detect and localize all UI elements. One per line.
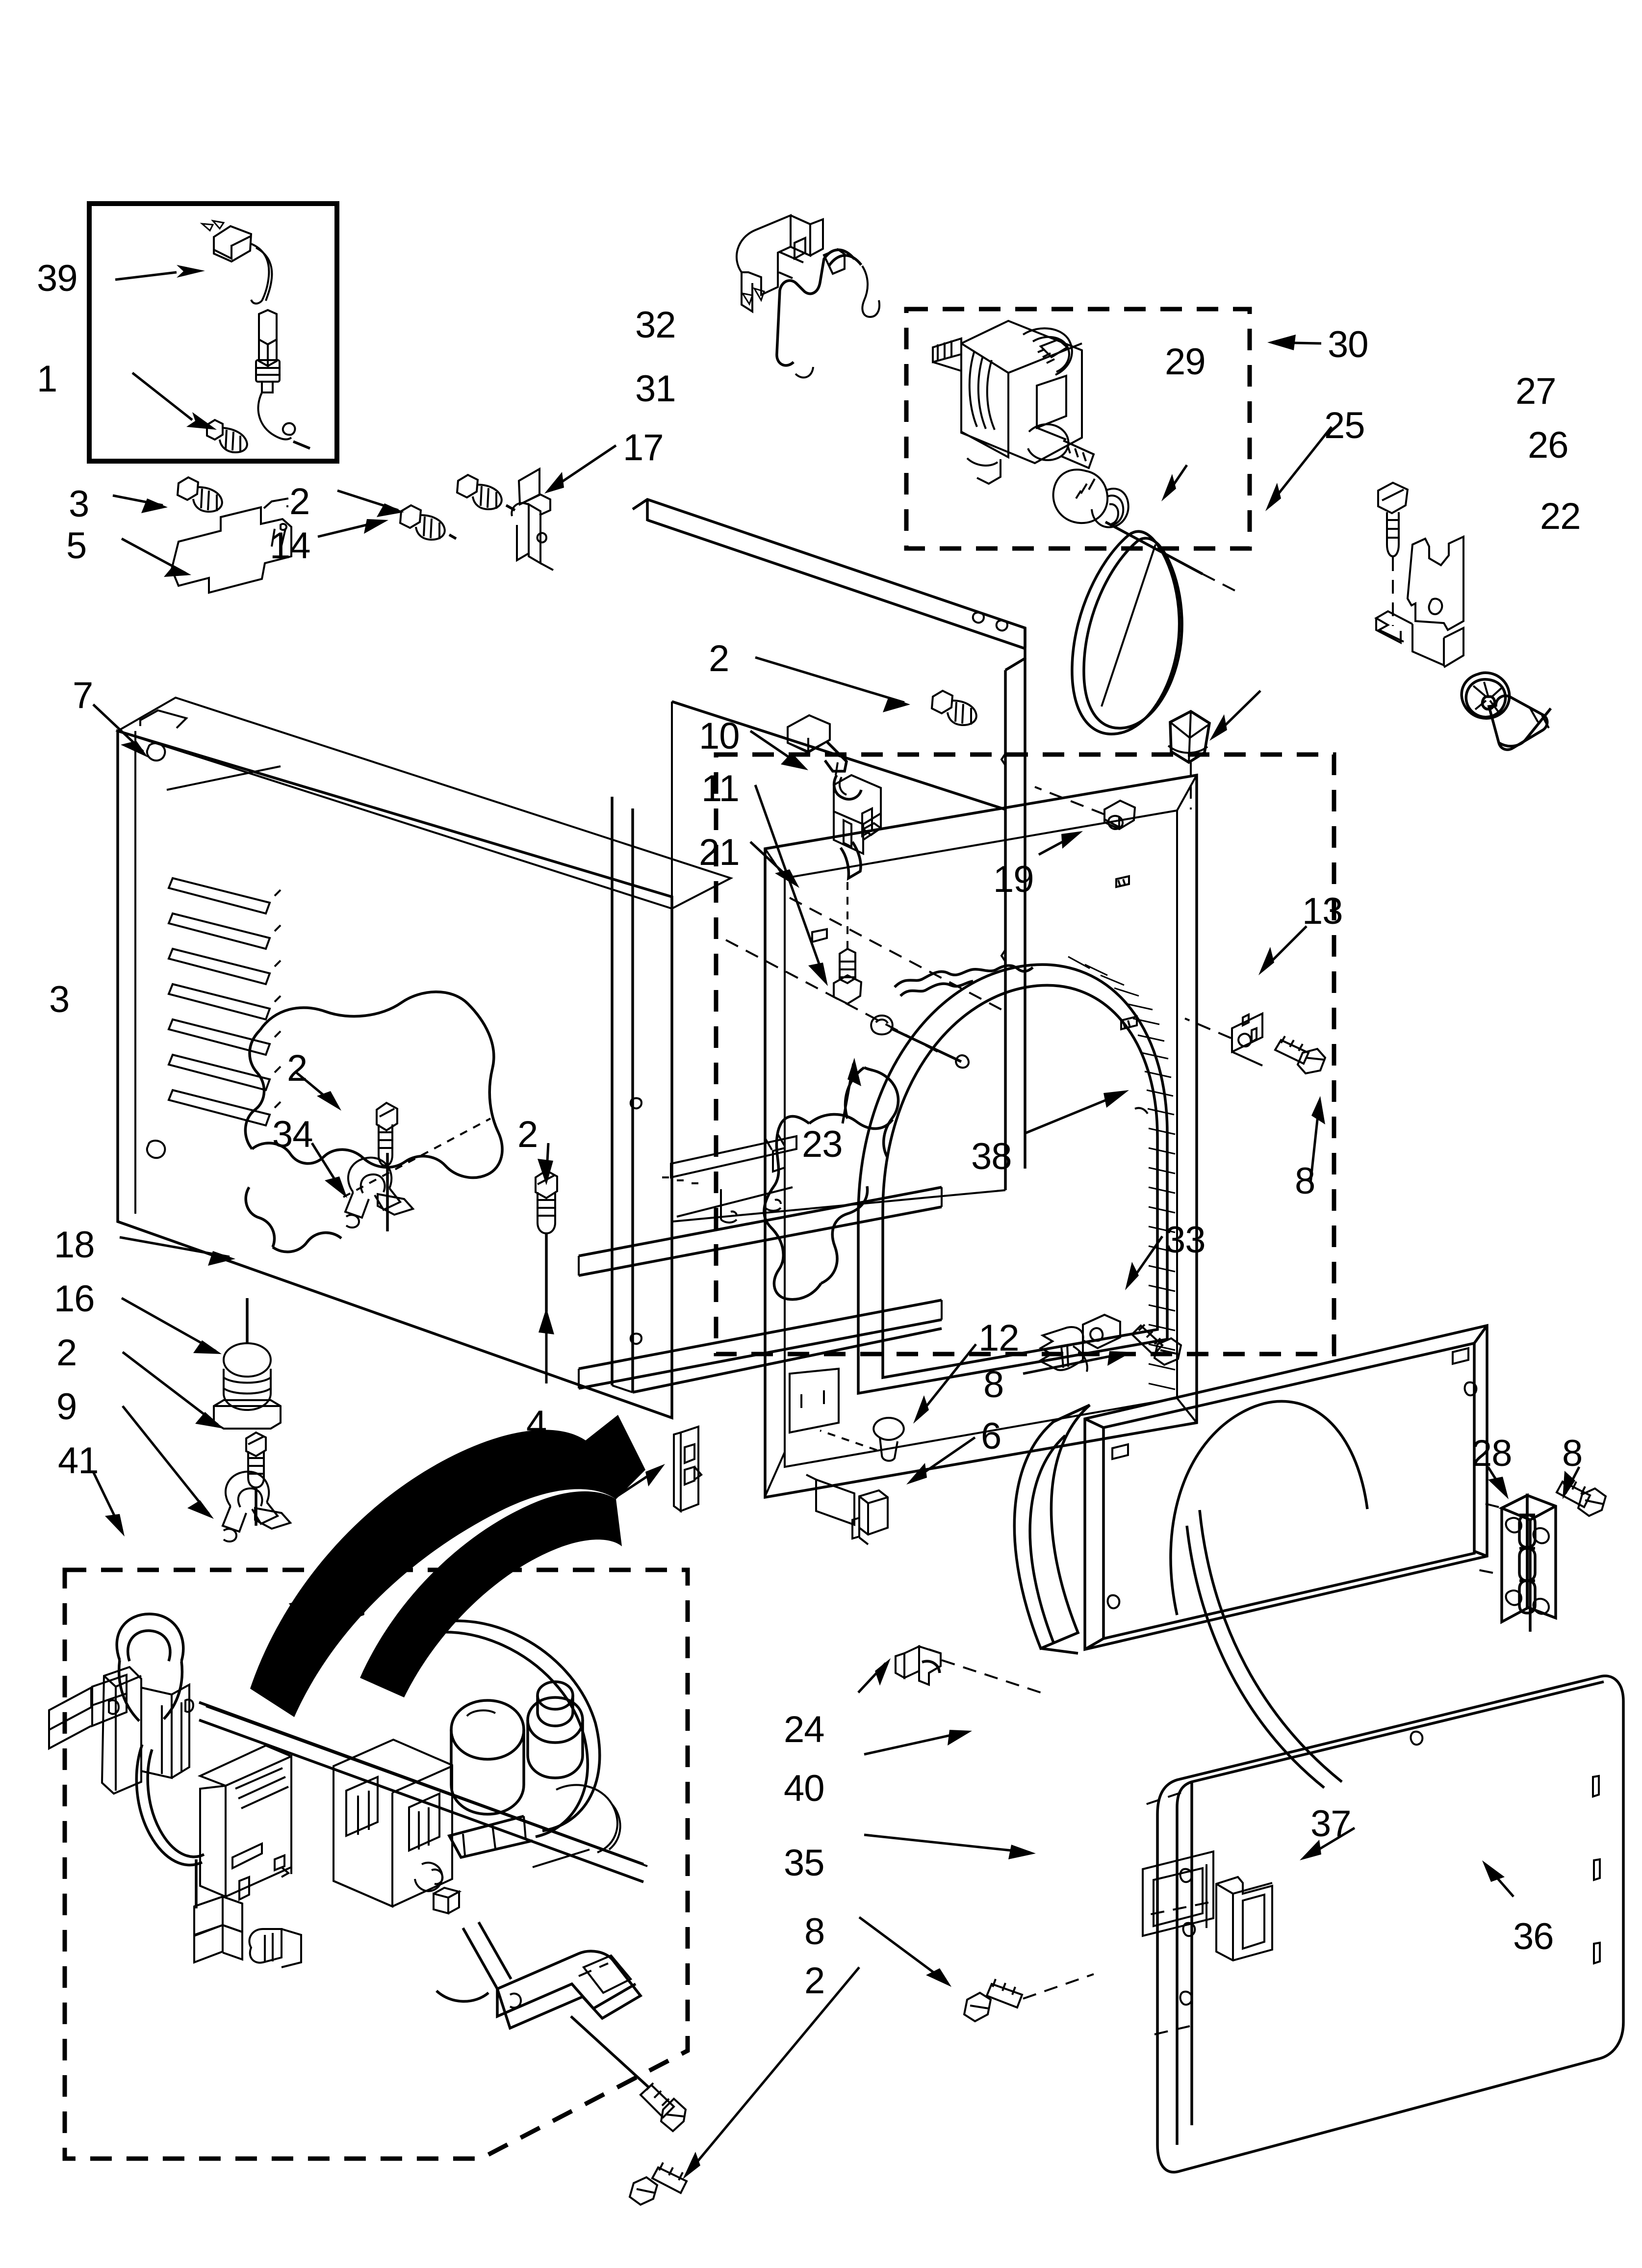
- callout-28: 28: [1471, 1433, 1513, 1474]
- callout-1: 1: [37, 358, 57, 400]
- screw-2f-drawing: [628, 1966, 860, 2206]
- sensor-thermistor-drawing: [200, 219, 273, 305]
- callout-3-left: 3: [49, 979, 70, 1020]
- callout-2-top: 2: [289, 481, 310, 522]
- drive-motor-drawing: [932, 319, 1095, 485]
- callout-8-bracket: 8: [1295, 1160, 1315, 1202]
- callout-17: 17: [623, 427, 664, 469]
- callout-29: 29: [1165, 341, 1206, 383]
- front-panel-drawing: [763, 773, 1198, 1499]
- callout-5: 5: [66, 525, 87, 567]
- screw-8a-drawing: [1274, 1036, 1327, 1184]
- callout-2-brace: 2: [517, 1114, 538, 1155]
- cabinet-cutaway-and-hose: [244, 991, 645, 1717]
- callout-6: 6: [981, 1415, 1001, 1457]
- callout-24: 24: [784, 1709, 825, 1750]
- switch-assembly-10-drawing: [787, 714, 883, 881]
- callout-11: 11: [701, 768, 740, 809]
- callout-32: 32: [635, 304, 676, 346]
- screw-2a-drawing: [456, 473, 516, 512]
- callout-39: 39: [37, 258, 78, 299]
- bracket-13-drawing: [1184, 925, 1308, 1067]
- igniter-probe-drawing: [255, 309, 311, 450]
- door-hinge-28-drawing: [1478, 1466, 1557, 1632]
- bracket-top-17-drawing: [511, 444, 617, 571]
- motor-pulley-29-drawing: [1052, 469, 1129, 528]
- bracket-idler-26-drawing: [1374, 535, 1464, 668]
- callout-31: 31: [635, 368, 676, 410]
- callout-8-door: 8: [804, 1911, 825, 1953]
- callout-9: 9: [56, 1386, 77, 1428]
- idler-clip-20-drawing: [1167, 690, 1261, 809]
- callout-41: 41: [58, 1440, 99, 1482]
- screw-1-drawing: [206, 418, 248, 454]
- callout-2-switch: 2: [709, 638, 729, 679]
- callout-40: 40: [784, 1768, 825, 1809]
- screw-8b-drawing: [1023, 1324, 1182, 1375]
- cabinet-structure: [578, 497, 1026, 1394]
- dashed-box-burner-assembly: [48, 1567, 690, 2161]
- screw-27-drawing: [1377, 481, 1409, 626]
- grommet-12-drawing: [820, 1343, 977, 1462]
- callout-21: 21: [699, 832, 740, 873]
- callout-13: 13: [1302, 890, 1343, 932]
- callout-4: 4: [526, 1403, 547, 1445]
- clip-24-drawing: [857, 1644, 1041, 1694]
- bracket-5-drawing: [170, 497, 292, 594]
- screw-8d-drawing: [858, 1916, 1094, 2023]
- cabinet-side-panel-7-drawing: [92, 696, 734, 1420]
- callout-14: 14: [270, 525, 311, 567]
- callout-7: 7: [73, 675, 93, 716]
- roller-wheel-22-drawing: [1460, 671, 1552, 751]
- callout-3-top: 3: [69, 483, 89, 525]
- screw-11-drawing: [833, 880, 863, 1005]
- callout-15: 15: [573, 1504, 614, 1545]
- callout-38: 38: [971, 1136, 1012, 1177]
- screw-8c-drawing: [1555, 1466, 1607, 1517]
- clip-6-drawing: [806, 1436, 976, 1545]
- leveling-leg-16-drawing: [213, 1298, 282, 1430]
- callout-10: 10: [699, 715, 740, 757]
- callout-36: 36: [1513, 1916, 1554, 1957]
- callout-35: 35: [784, 1842, 825, 1884]
- callout-8-hinge: 8: [1562, 1433, 1583, 1474]
- screw-14-drawing: [399, 504, 457, 541]
- door-assembly-drawing: [1013, 1324, 1625, 2174]
- callout-27: 27: [1515, 370, 1557, 412]
- callout-12: 12: [978, 1317, 1020, 1359]
- inset-box-igniter-sensor: [87, 201, 339, 464]
- callout-33: 33: [1165, 1219, 1206, 1261]
- callout-8-clamp: 8: [983, 1364, 1004, 1406]
- wire-clip-31-drawing: [775, 248, 880, 379]
- callout-16: 16: [54, 1278, 95, 1320]
- screw-2e-drawing: [245, 1431, 267, 1526]
- callout-2-leg: 2: [56, 1332, 77, 1374]
- bracket-19-drawing: [1034, 786, 1136, 831]
- screw-2b-drawing: [930, 689, 977, 727]
- callout-26: 26: [1528, 424, 1569, 466]
- callout-22: 22: [1540, 495, 1581, 537]
- screw-3a-drawing: [176, 476, 223, 513]
- callout-2-cutaway: 2: [287, 1047, 308, 1089]
- callout-18: 18: [54, 1224, 95, 1266]
- callout-30: 30: [1328, 324, 1369, 365]
- bracket-wire-32-drawing: [735, 214, 846, 313]
- callout-37: 37: [1310, 1803, 1352, 1845]
- gas-burner-assembly-drawing: [48, 1587, 687, 2133]
- drive-belt-25-drawing: [1071, 426, 1333, 735]
- clip-15-drawing: [616, 1425, 703, 1513]
- callout-23: 23: [802, 1123, 843, 1165]
- callout-34: 34: [272, 1114, 313, 1155]
- dashed-box-front-panel-group: [714, 752, 1336, 1356]
- callout-25: 25: [1324, 405, 1365, 446]
- callout-2-bottom: 2: [804, 1960, 825, 2002]
- callout-19: 19: [993, 859, 1034, 900]
- clamp-33-drawing: [1037, 1235, 1164, 1372]
